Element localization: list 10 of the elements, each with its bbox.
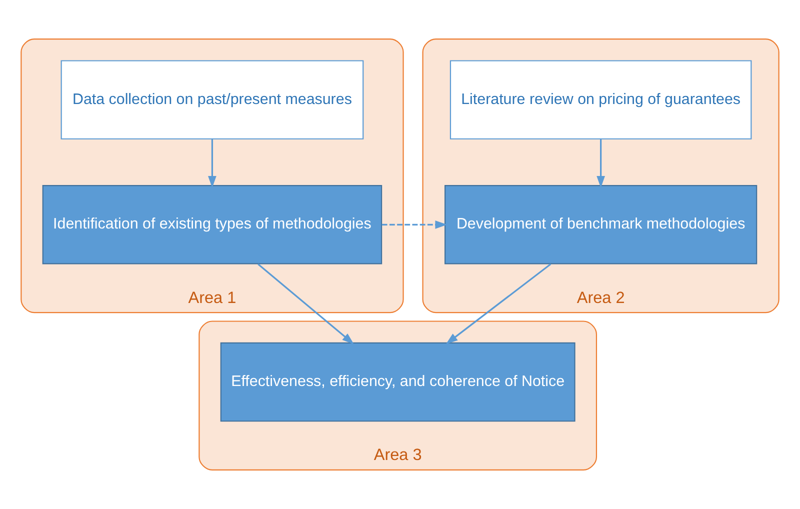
arrow	[258, 263, 354, 344]
arrow	[596, 139, 605, 188]
arrow	[382, 220, 448, 229]
node-box: Effectiveness, efficiency, and coherence of Notice	[220, 342, 576, 422]
node-box: Data collection on past/present measures	[60, 60, 364, 140]
node-box: Literature review on pricing of guarantees	[450, 60, 752, 140]
arrow	[208, 139, 216, 188]
arrow	[446, 263, 552, 344]
node-box: Identification of existing types of methodologies	[42, 185, 382, 264]
node-box: Development of benchmark methodologies	[444, 185, 758, 264]
